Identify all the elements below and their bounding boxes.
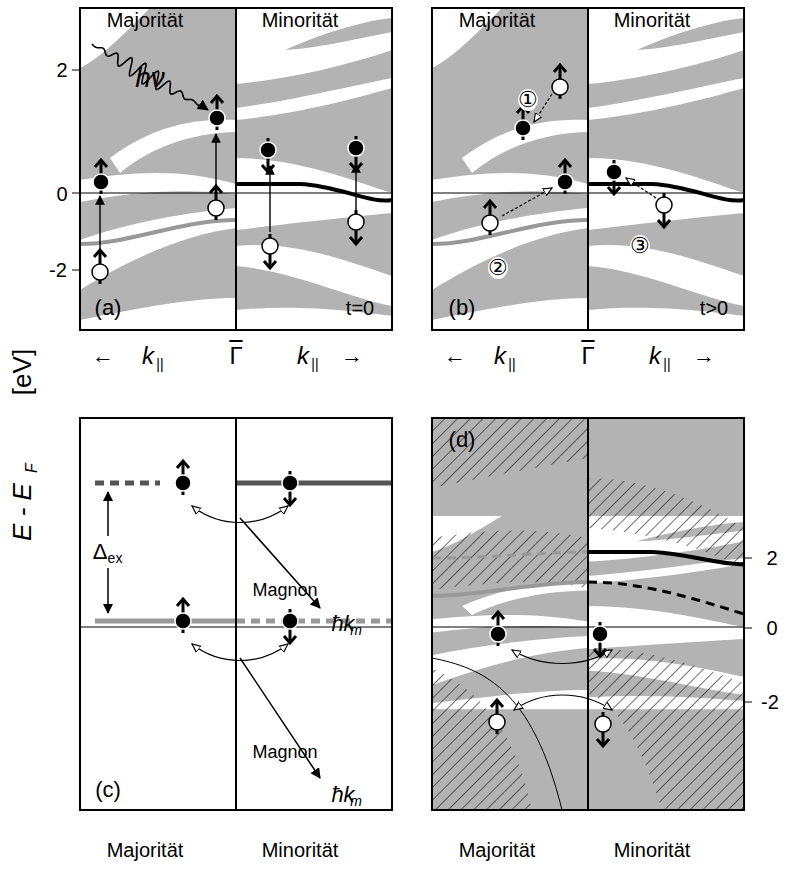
axis-subscript: F [24, 463, 40, 473]
axis-arrow: ← [92, 345, 114, 367]
hole [348, 210, 364, 244]
spin-label: Majorität [107, 840, 184, 860]
callout-number: ① [518, 89, 538, 111]
transition-arrow [502, 188, 552, 216]
magnon-label: Magnon [252, 743, 317, 761]
exchange-label: Δ [93, 541, 108, 563]
spin-label: Majorität [459, 840, 536, 860]
axis-label: k [297, 344, 309, 368]
electron [606, 160, 622, 194]
spin-label: Majorität [107, 10, 184, 30]
hole [262, 234, 278, 268]
transition-arrow [269, 166, 270, 232]
axis-title: E - E [9, 483, 35, 541]
callout-number: ② [488, 257, 508, 279]
electron [260, 138, 276, 172]
axis-subscript: || [508, 357, 515, 371]
magnon-label: Magnon [252, 581, 317, 599]
spin-label: Minorität [614, 840, 691, 860]
electron [175, 599, 191, 633]
electron [282, 609, 298, 643]
electron [490, 612, 506, 646]
axis-arrow: ← [444, 345, 466, 367]
momentum-subscript: m [350, 794, 362, 808]
spin-label: Minorität [614, 10, 691, 30]
panel-letter: (d) [449, 429, 476, 451]
axis-tick: 2 [56, 60, 67, 80]
panel-letter: (c) [95, 779, 121, 801]
axis-tick: 0 [56, 184, 67, 204]
axis-tick: 2 [766, 548, 777, 568]
panel-letter: (a) [95, 297, 122, 319]
photon-label: hν [135, 64, 165, 92]
transition-arrow [626, 178, 656, 198]
axis-arrow: → [341, 345, 363, 367]
symmetry-point: Γ [581, 344, 594, 368]
electron [592, 622, 608, 656]
axis-subscript: || [311, 357, 318, 371]
spin-label: Minorität [262, 10, 339, 30]
exchange-subscript: ex [108, 551, 123, 565]
axis-label: k [494, 344, 506, 368]
spin-label: Minorität [262, 840, 339, 860]
electron [175, 461, 191, 495]
time-label: t=0 [346, 298, 374, 318]
spin-label: Majorität [459, 10, 536, 30]
axis-label: k [649, 344, 661, 368]
hole [489, 700, 505, 734]
axis-arrow: → [693, 345, 715, 367]
electron [209, 96, 225, 130]
hole [595, 712, 611, 746]
electron [557, 160, 573, 194]
hole [656, 193, 672, 227]
electron [93, 160, 109, 194]
time-label: t>0 [700, 298, 728, 318]
momentum-subscript: m [350, 623, 362, 637]
photon-wave [92, 44, 208, 110]
hole [208, 186, 224, 220]
callout-number: ③ [630, 235, 650, 257]
hole [482, 201, 498, 235]
axis-subscript: || [156, 357, 163, 371]
electron [348, 136, 364, 170]
electron [282, 471, 298, 505]
electron [515, 106, 531, 140]
axis-tick: 0 [766, 618, 777, 638]
hole [92, 250, 108, 284]
axis-unit: [eV] [9, 349, 35, 395]
axis-tick: -2 [761, 692, 779, 712]
axis-subscript: || [663, 357, 670, 371]
axis-label: k [142, 344, 154, 368]
hole [552, 65, 568, 99]
axis-tick: -2 [49, 260, 67, 280]
symmetry-point: Γ [229, 344, 242, 368]
panel-letter: (b) [449, 297, 476, 319]
